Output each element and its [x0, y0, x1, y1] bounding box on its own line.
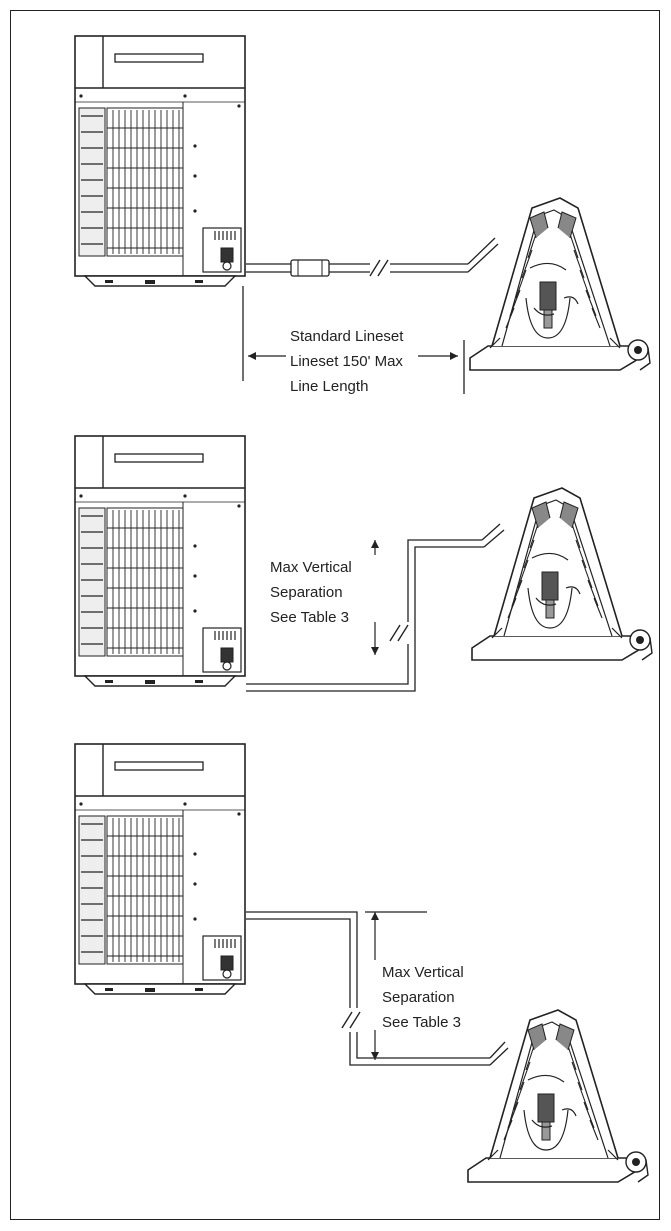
panel1-indoor-unit — [469, 197, 651, 371]
panel1-label-line3: Line Length — [290, 378, 368, 395]
panel3-label-line3: See Table 3 — [382, 1014, 461, 1031]
panel1-dimension — [242, 286, 465, 394]
panel2-outdoor-unit — [74, 435, 246, 687]
figure-frame — [10, 10, 660, 1220]
panel2-lineset — [246, 523, 505, 692]
panel3-lineset — [246, 911, 509, 1066]
panel2-diagram: Max Vertical Separation See Table 3 — [74, 435, 653, 692]
panel2-label-line2: Separation — [270, 584, 343, 601]
panel1-label-line1: Standard Lineset — [290, 328, 404, 345]
panel3-label-line2: Separation — [382, 989, 455, 1006]
panel2-label-line3: See Table 3 — [270, 609, 349, 626]
panel3-dimension — [365, 911, 427, 1060]
panel3-indoor-unit — [467, 1009, 649, 1183]
panel1-diagram: Standard Lineset Lineset 150' Max Line L… — [74, 35, 651, 395]
panel3-label-line1: Max Vertical — [382, 964, 464, 981]
filter-drier — [290, 259, 330, 277]
panel1-outdoor-unit — [74, 35, 246, 287]
panel1-label-line2: Lineset 150' Max — [290, 353, 403, 370]
panel2-label-line1: Max Vertical — [270, 559, 352, 576]
panel2-dimension — [371, 540, 379, 655]
panel2-indoor-unit — [471, 487, 653, 661]
panel3-outdoor-unit — [74, 743, 246, 995]
panel1-lineset — [246, 237, 499, 278]
panel3-diagram: Max Vertical Separation See Table 3 — [74, 743, 649, 1183]
